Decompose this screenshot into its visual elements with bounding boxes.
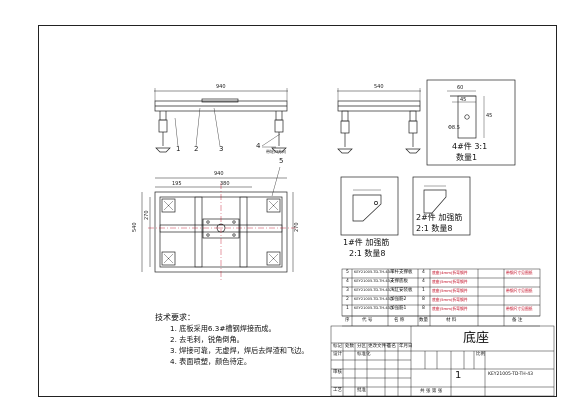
bom-row-code: KEY21005-TD-TH-43-5 [354, 270, 394, 274]
part4-caption-b: 数量1 [456, 153, 478, 162]
bom-row-no: 4 [346, 279, 349, 284]
bom-header-qty: 数量 [419, 318, 428, 323]
bom-row-name: 带杆支撑板 [390, 270, 413, 275]
detail-part-4 [426, 79, 516, 166]
tb-zone: 分区 [357, 344, 366, 349]
side-view [337, 88, 421, 154]
bom-header-material: 材 料 [446, 318, 457, 323]
tb-design: 设计 [333, 352, 342, 357]
tech-req-item-4: 4. 表面喷塑，颜色待定。 [170, 357, 252, 366]
bom-row-code: KEY21005-TD-TH-43-3 [354, 288, 394, 292]
tech-req-item-1: 1. 底板采用6.3#槽钢焊接而成。 [170, 324, 276, 333]
tb-date: 年月日 [399, 344, 413, 349]
bom-row-qty: 4 [422, 270, 425, 275]
bom-table [341, 268, 541, 327]
bom-row-name: 加强筋1 [390, 306, 407, 311]
tb-sheet-count: 1 [455, 370, 462, 381]
dim-top-left: 195 [172, 181, 182, 187]
tb-signature: 签名 [387, 344, 396, 349]
part1-caption-b: 2:1 数量8 [349, 249, 386, 258]
bom-header-note: 备 注 [512, 318, 523, 323]
callout-4: 4 [256, 142, 261, 150]
dim-top-inner: 270 [144, 210, 150, 220]
bom-row-qty: 1 [422, 288, 425, 293]
bom-row-name: 加强筋2 [390, 297, 407, 302]
bom-header-name: 名 称 [394, 318, 405, 323]
tb-process: 工艺 [333, 388, 342, 393]
part1-caption-a: 1#件 加强筋 [343, 238, 390, 247]
detail-part-2 [412, 176, 471, 236]
tb-drawing-no: KEY21005-TD-TH-43 [488, 372, 533, 377]
dim-front-width: 940 [216, 84, 226, 90]
front-view [154, 88, 288, 153]
dim-detail4-a: 60 [457, 85, 464, 91]
part2-caption-a: 2#件 加强筋 [416, 213, 463, 222]
bom-row-note: 带钢尺寸见图纸 [506, 306, 533, 311]
callout-1: 1 [176, 145, 181, 153]
top-view [141, 166, 296, 280]
bom-row-material: 底座(5mm)折弯钢件 [432, 297, 468, 302]
bom-header-code: 代 号 [362, 318, 373, 323]
dim-detail4-b: 45 [460, 97, 467, 103]
caption-side: 带轮口方向 [266, 149, 286, 154]
dim-side-width: 540 [374, 84, 384, 90]
bom-row-qty: 8 [422, 306, 425, 311]
tb-count: 处数 [345, 344, 354, 349]
bom-row-material: 底座(5mm)折弯钢件 [432, 306, 468, 311]
dim-detail4-d: Φ8.5 [448, 125, 460, 131]
drawing-title: 底座 [463, 331, 490, 346]
tech-req-item-2: 2. 去毛刺，锐角倒角。 [170, 335, 244, 344]
tb-mark: 标记 [333, 344, 342, 349]
dim-top-height: 540 [132, 222, 138, 232]
bom-row-note: 带钢尺寸见图纸 [506, 288, 533, 293]
tb-change-doc: 更改文件号 [368, 344, 391, 349]
bom-row-no: 3 [346, 288, 349, 293]
bom-row-no: 1 [346, 306, 349, 311]
dim-detail4-c: 45 [486, 113, 493, 119]
dim-top-mid: 380 [220, 181, 230, 187]
dim-top-right: 270 [294, 222, 300, 232]
drawing-frame [38, 25, 557, 397]
tb-standard: 标准化 [357, 352, 371, 357]
tb-approve: 批准 [357, 388, 366, 393]
dim-top-overall: 940 [214, 171, 224, 177]
tech-req-item-3: 3. 焊接可靠，无虚焊，焊后去焊渣和飞边。 [170, 346, 309, 355]
bom-row-name: 汽缸安装板 [390, 288, 413, 293]
tb-scale: 比例 [476, 352, 485, 357]
bom-row-material: 底座(4mm)折弯钢件 [432, 270, 468, 275]
bom-row-material: 底座(5mm)折弯钢件 [432, 288, 468, 293]
callout-5: 5 [279, 157, 284, 165]
detail-part-1 [340, 176, 399, 236]
part4-caption-a: 4#件 3:1 [452, 142, 488, 151]
bom-row-code: KEY21005-TD-TH-43-1 [354, 306, 394, 310]
tb-check: 审核 [333, 370, 342, 375]
tech-req-title: 技术要求： [155, 313, 195, 322]
bom-row-material: 底座(5mm)折弯钢件 [432, 279, 468, 284]
tb-sheet-total: 共 张 第 张 [420, 389, 443, 394]
bom-row-no: 5 [346, 270, 349, 275]
bom-row-qty: 4 [422, 279, 425, 284]
bom-row-name: 支撑底板 [390, 279, 408, 284]
callout-2: 2 [194, 145, 199, 153]
bom-row-qty: 8 [422, 297, 425, 302]
bom-row-code: KEY21005-TD-TH-43-2 [354, 297, 394, 301]
bom-row-code: KEY21005-TD-TH-43-4 [354, 279, 394, 283]
bom-header-no: 序 [345, 318, 350, 323]
part2-caption-b: 2:1 数量8 [416, 224, 453, 233]
callout-3: 3 [219, 145, 224, 153]
bom-row-no: 2 [346, 297, 349, 302]
title-block [330, 325, 555, 397]
bom-row-note: 带钢尺寸见图纸 [506, 270, 533, 275]
